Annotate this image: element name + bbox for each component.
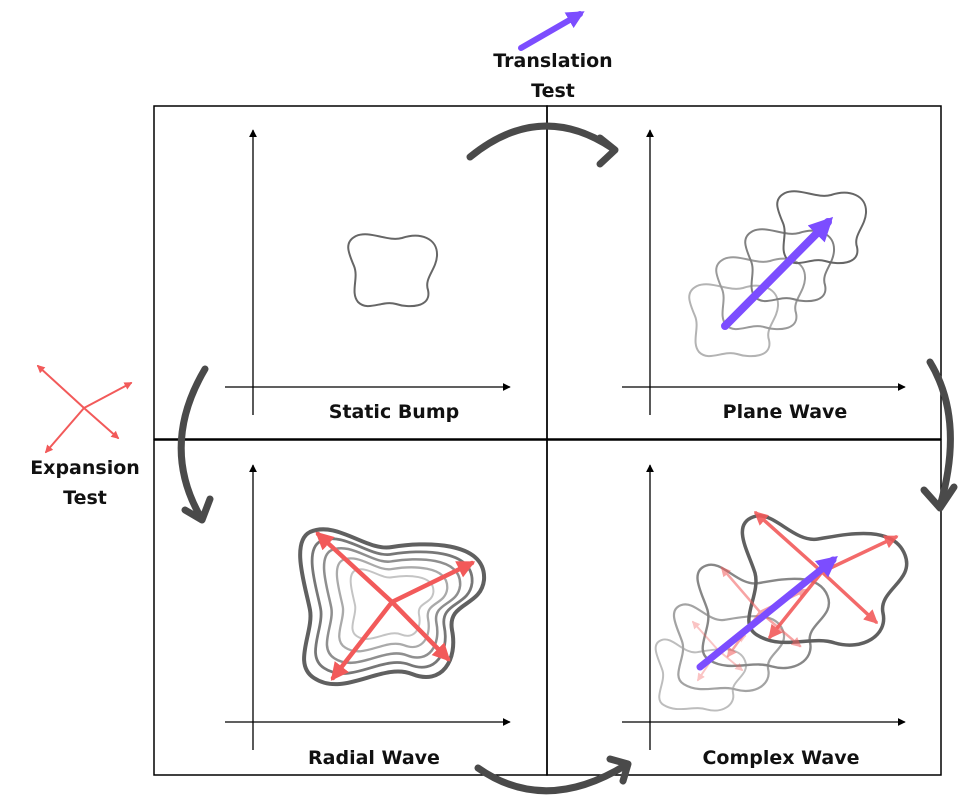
axes (225, 129, 906, 750)
plane-translation-arrow (721, 216, 834, 330)
complex-contour-4 (740, 514, 909, 647)
cycle-arrow-left-head (181, 495, 214, 524)
translation-test-icon (518, 11, 585, 51)
translation-test-label-line2: Test (531, 80, 575, 102)
cycle-arrow-top (466, 122, 616, 161)
panel-label-static-bump: Static Bump (329, 401, 459, 423)
cycle-arrow-bottom (474, 761, 630, 795)
radial-arrow-sw (330, 599, 395, 681)
panel-static-bump (153, 105, 548, 440)
expansion-test-icon (36, 364, 133, 454)
panel-plane-wave (546, 105, 942, 440)
radial-wave-contours (298, 527, 487, 687)
panel-label-plane-wave: Plane Wave (723, 401, 848, 423)
panel-label-complex-wave: Complex Wave (702, 747, 859, 769)
static-bump-contour (347, 233, 439, 308)
complex-wave-contours (654, 514, 909, 712)
complex-expansion-arrows (691, 511, 899, 682)
cycle-arrow-right-head (920, 483, 958, 512)
cycle-arrow-bottom-head (606, 755, 632, 785)
expansion-test-label-line1: Expansion (30, 457, 140, 479)
panel-label-radial-wave: Radial Wave (308, 747, 440, 769)
expansion-test-label-line2: Test (63, 487, 107, 509)
radial-arrow-ne (389, 560, 476, 605)
cycle-arrow-top-head (596, 134, 619, 168)
radial-arrow-se (389, 599, 451, 662)
radial-expansion-arrows (315, 531, 476, 681)
panel-radial-wave (153, 439, 548, 776)
complex-arrows-large (753, 511, 899, 640)
cycle-arrows (177, 122, 958, 795)
panel-complex-wave (546, 439, 942, 776)
cycle-arrow-right (926, 358, 954, 510)
complex-translation-arrow (696, 556, 838, 671)
translation-test-label-line1: Translation (493, 50, 612, 72)
cycle-arrow-left (177, 365, 209, 520)
radial-arrow-nw (315, 531, 395, 605)
